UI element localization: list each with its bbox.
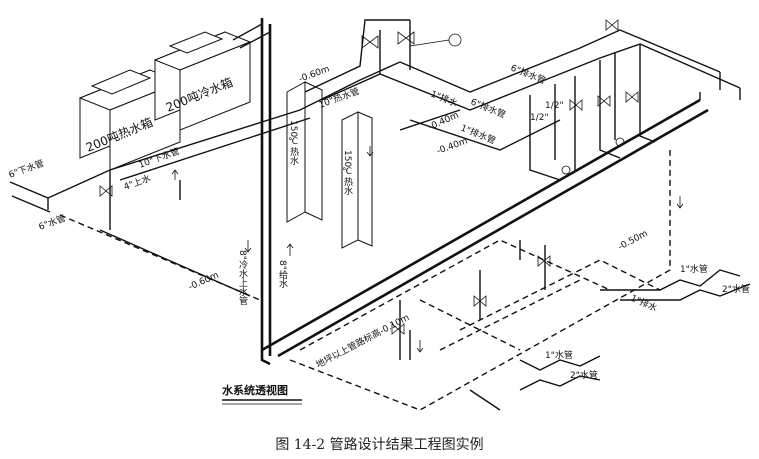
label-riser2: 8"给水	[277, 260, 288, 288]
elevation-bottom: -0.40m	[427, 111, 460, 133]
label-right-c: 1"水管	[545, 349, 573, 361]
label-right-b: 2"水管	[722, 283, 750, 295]
arrow-up-icon	[171, 169, 179, 180]
label-right-e: 1"排水	[629, 292, 659, 314]
valve-icon	[473, 295, 487, 307]
arrow-down-icon	[244, 240, 252, 253]
valve-icon	[397, 31, 415, 45]
diagram-title-text: 水系统透视图	[222, 383, 288, 397]
arrow-down-icon	[366, 146, 374, 157]
dashed-circuit	[289, 150, 671, 411]
label-branch-1: 1"排水	[429, 88, 459, 110]
label-left-in: 6"下水管	[7, 157, 46, 181]
label-bottom: 地坪以上管路标高-0.10m	[314, 311, 412, 370]
right-steps	[469, 269, 751, 411]
valve-icon	[99, 185, 113, 197]
flow-arrows	[171, 146, 684, 353]
label-branch-5: 1/2"	[530, 113, 549, 123]
label-branch-4: 6"排水管	[509, 62, 548, 87]
valve-icon	[537, 255, 551, 267]
valve-icon	[597, 95, 611, 107]
label-branch-3: 6"排水管	[469, 96, 508, 121]
heater-1-label: 150℃热水	[288, 120, 299, 165]
diagram-title: 水系统透视图	[222, 383, 302, 405]
figure-caption: 图 14-2 管路设计结果工程图实例	[275, 437, 484, 453]
label-branch-6: 1/2"	[545, 101, 564, 111]
heater-2-label: 150℃热水	[342, 150, 353, 195]
diagonal-main	[261, 92, 709, 358]
tank-cold: 200吨冷水箱	[153, 31, 252, 131]
valve-icon	[625, 91, 639, 103]
valve-icon	[391, 323, 405, 335]
elevation-left: -0.60m	[187, 271, 220, 293]
label-riser: 8"冷水上水管	[237, 250, 248, 305]
valve-icon	[361, 35, 379, 49]
heater-1: 150℃热水	[286, 81, 323, 223]
label-left-in2: 6"水管	[37, 212, 67, 233]
arrow-up-icon	[286, 243, 294, 256]
elevation-mid-right: -0.40m	[436, 136, 470, 156]
label-right-d: 2"水管	[570, 369, 598, 381]
elevation-right: -0.50m	[617, 229, 650, 253]
arrow-down-icon	[416, 340, 424, 353]
valve-icon	[605, 19, 619, 31]
left-network	[9, 169, 261, 301]
main-risers	[232, 18, 272, 366]
valve-icon	[569, 99, 583, 111]
heater-2: 150℃热水	[341, 111, 373, 249]
top-network	[109, 19, 741, 181]
valves	[99, 19, 639, 335]
label-right-a: 1"水管	[680, 263, 708, 275]
arrow-down-icon	[676, 196, 684, 209]
